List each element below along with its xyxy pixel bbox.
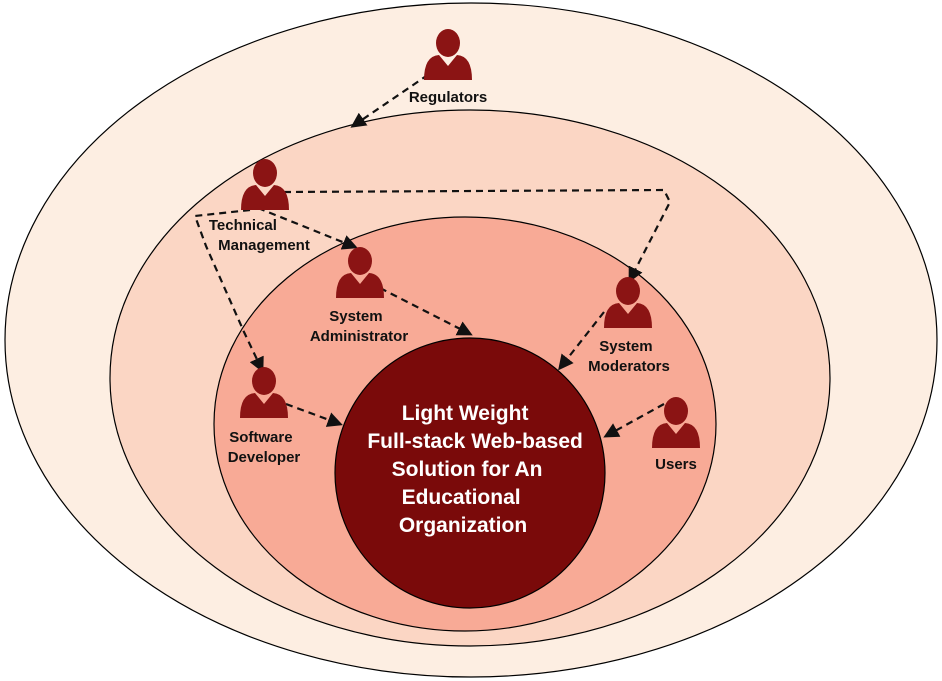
person-icon bbox=[424, 29, 472, 80]
arrow-technical-to-developer bbox=[193, 208, 264, 373]
label-users: Users bbox=[655, 456, 697, 473]
center-label-line: Solution for An bbox=[392, 458, 543, 481]
person-icon bbox=[652, 397, 700, 448]
person-icon bbox=[604, 277, 652, 328]
arrow-developer-to-core bbox=[285, 402, 343, 427]
center-label-line: Full-stack Web-based bbox=[367, 430, 583, 453]
label-line: Developer bbox=[228, 449, 301, 466]
label-line: Regulators bbox=[409, 89, 487, 106]
label-line: System bbox=[599, 338, 652, 355]
center-label-line: Educational bbox=[402, 486, 521, 509]
label-line: Moderators bbox=[588, 358, 670, 375]
core-circle bbox=[334, 337, 606, 609]
arrow-regulators-to-technical-ring bbox=[350, 67, 439, 128]
label-system-moderators: System Moderators bbox=[588, 338, 670, 375]
center-label: Light Weight Full-stack Web-based Soluti… bbox=[367, 402, 588, 537]
label-system-administrator: System Administrator bbox=[310, 308, 409, 345]
arrow-technical-to-moderators bbox=[283, 188, 672, 283]
label-line: Technical bbox=[209, 217, 277, 234]
center-label-line: Organization bbox=[399, 514, 527, 537]
person-icon bbox=[241, 159, 289, 210]
label-regulators: Regulators bbox=[409, 89, 487, 106]
label-software-developer: Software Developer bbox=[228, 429, 301, 466]
label-technical-management: Technical Management bbox=[209, 217, 310, 254]
arrow-administrator-to-core bbox=[379, 287, 473, 336]
label-line: Users bbox=[655, 456, 697, 473]
center-label-line: Light Weight bbox=[402, 402, 529, 425]
person-icon bbox=[336, 247, 384, 298]
label-line: Management bbox=[218, 237, 310, 254]
label-line: Administrator bbox=[310, 328, 409, 345]
label-line: System bbox=[329, 308, 382, 325]
label-line: Software bbox=[229, 429, 292, 446]
person-icon bbox=[240, 367, 288, 418]
arrow-technical-to-administrator bbox=[257, 206, 358, 250]
